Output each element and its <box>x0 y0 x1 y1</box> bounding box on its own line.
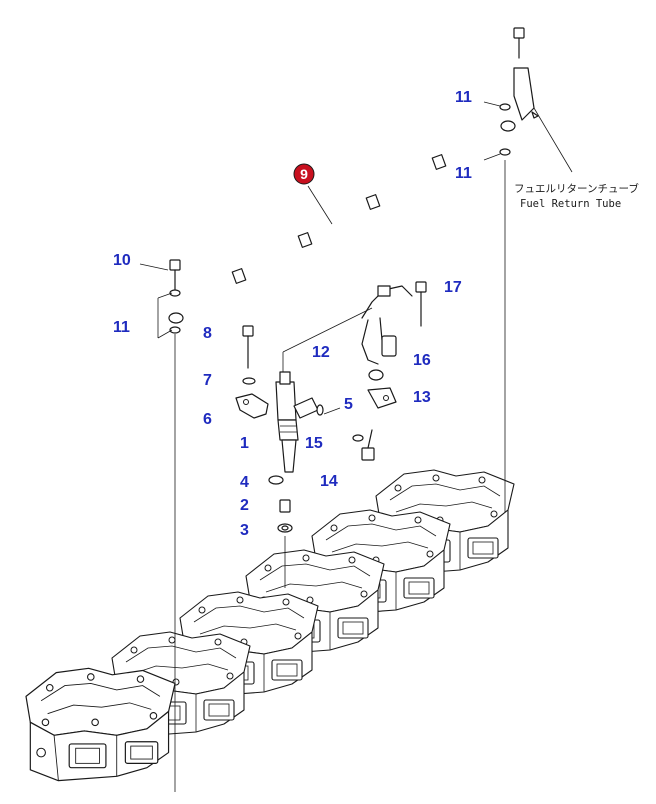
callout-14: 14 <box>320 473 338 490</box>
o-ring <box>268 475 284 485</box>
callout-5: 5 <box>344 396 353 413</box>
callout-11-upper-right: 11 <box>455 89 472 106</box>
callouts: 1 2 3 4 5 6 7 8 10 11 11 11 12 13 14 15 … <box>113 89 472 539</box>
banjo-bolt-left <box>139 259 181 339</box>
gasket-seal <box>277 523 293 533</box>
sleeve <box>279 499 291 513</box>
callout-17: 17 <box>444 279 462 296</box>
clamp-washer <box>242 377 256 385</box>
fuel-return-tube <box>168 120 516 324</box>
callout-16: 16 <box>413 352 431 369</box>
callout-15: 15 <box>305 435 323 452</box>
callout-13: 13 <box>413 389 431 406</box>
fuel-return-tube-label: フュエルリターンチューブ Fuel Return Tube <box>514 182 639 210</box>
callout-9: 9 <box>300 166 308 182</box>
injector-clamp <box>235 393 269 419</box>
note-japanese: フュエルリターンチューブ <box>514 182 639 195</box>
note-english: Fuel Return Tube <box>520 198 621 210</box>
clamp-bolt <box>242 325 254 369</box>
highlight-badge-9: 9 <box>293 163 315 185</box>
callout-6: 6 <box>203 411 212 428</box>
harness-clip <box>367 369 397 409</box>
callout-11-left: 11 <box>113 319 130 336</box>
callout-11-lower-right: 11 <box>455 165 472 182</box>
cylinder-head-1 <box>25 667 176 782</box>
harness-washer <box>352 434 364 442</box>
callout-1: 1 <box>240 435 249 452</box>
callout-2: 2 <box>240 497 249 514</box>
banjo-bolt-right <box>483 27 573 173</box>
injector-assembly <box>275 307 373 473</box>
harness-bolt <box>361 429 375 461</box>
callout-8: 8 <box>203 325 212 342</box>
callout-12: 12 <box>312 344 330 361</box>
callout-4: 4 <box>240 474 249 491</box>
bracket-bolt <box>415 281 427 327</box>
connector <box>381 335 397 357</box>
callout-10: 10 <box>113 252 131 269</box>
callout-3: 3 <box>240 522 249 539</box>
callout-7: 7 <box>203 372 212 389</box>
wire-harness <box>361 285 413 365</box>
